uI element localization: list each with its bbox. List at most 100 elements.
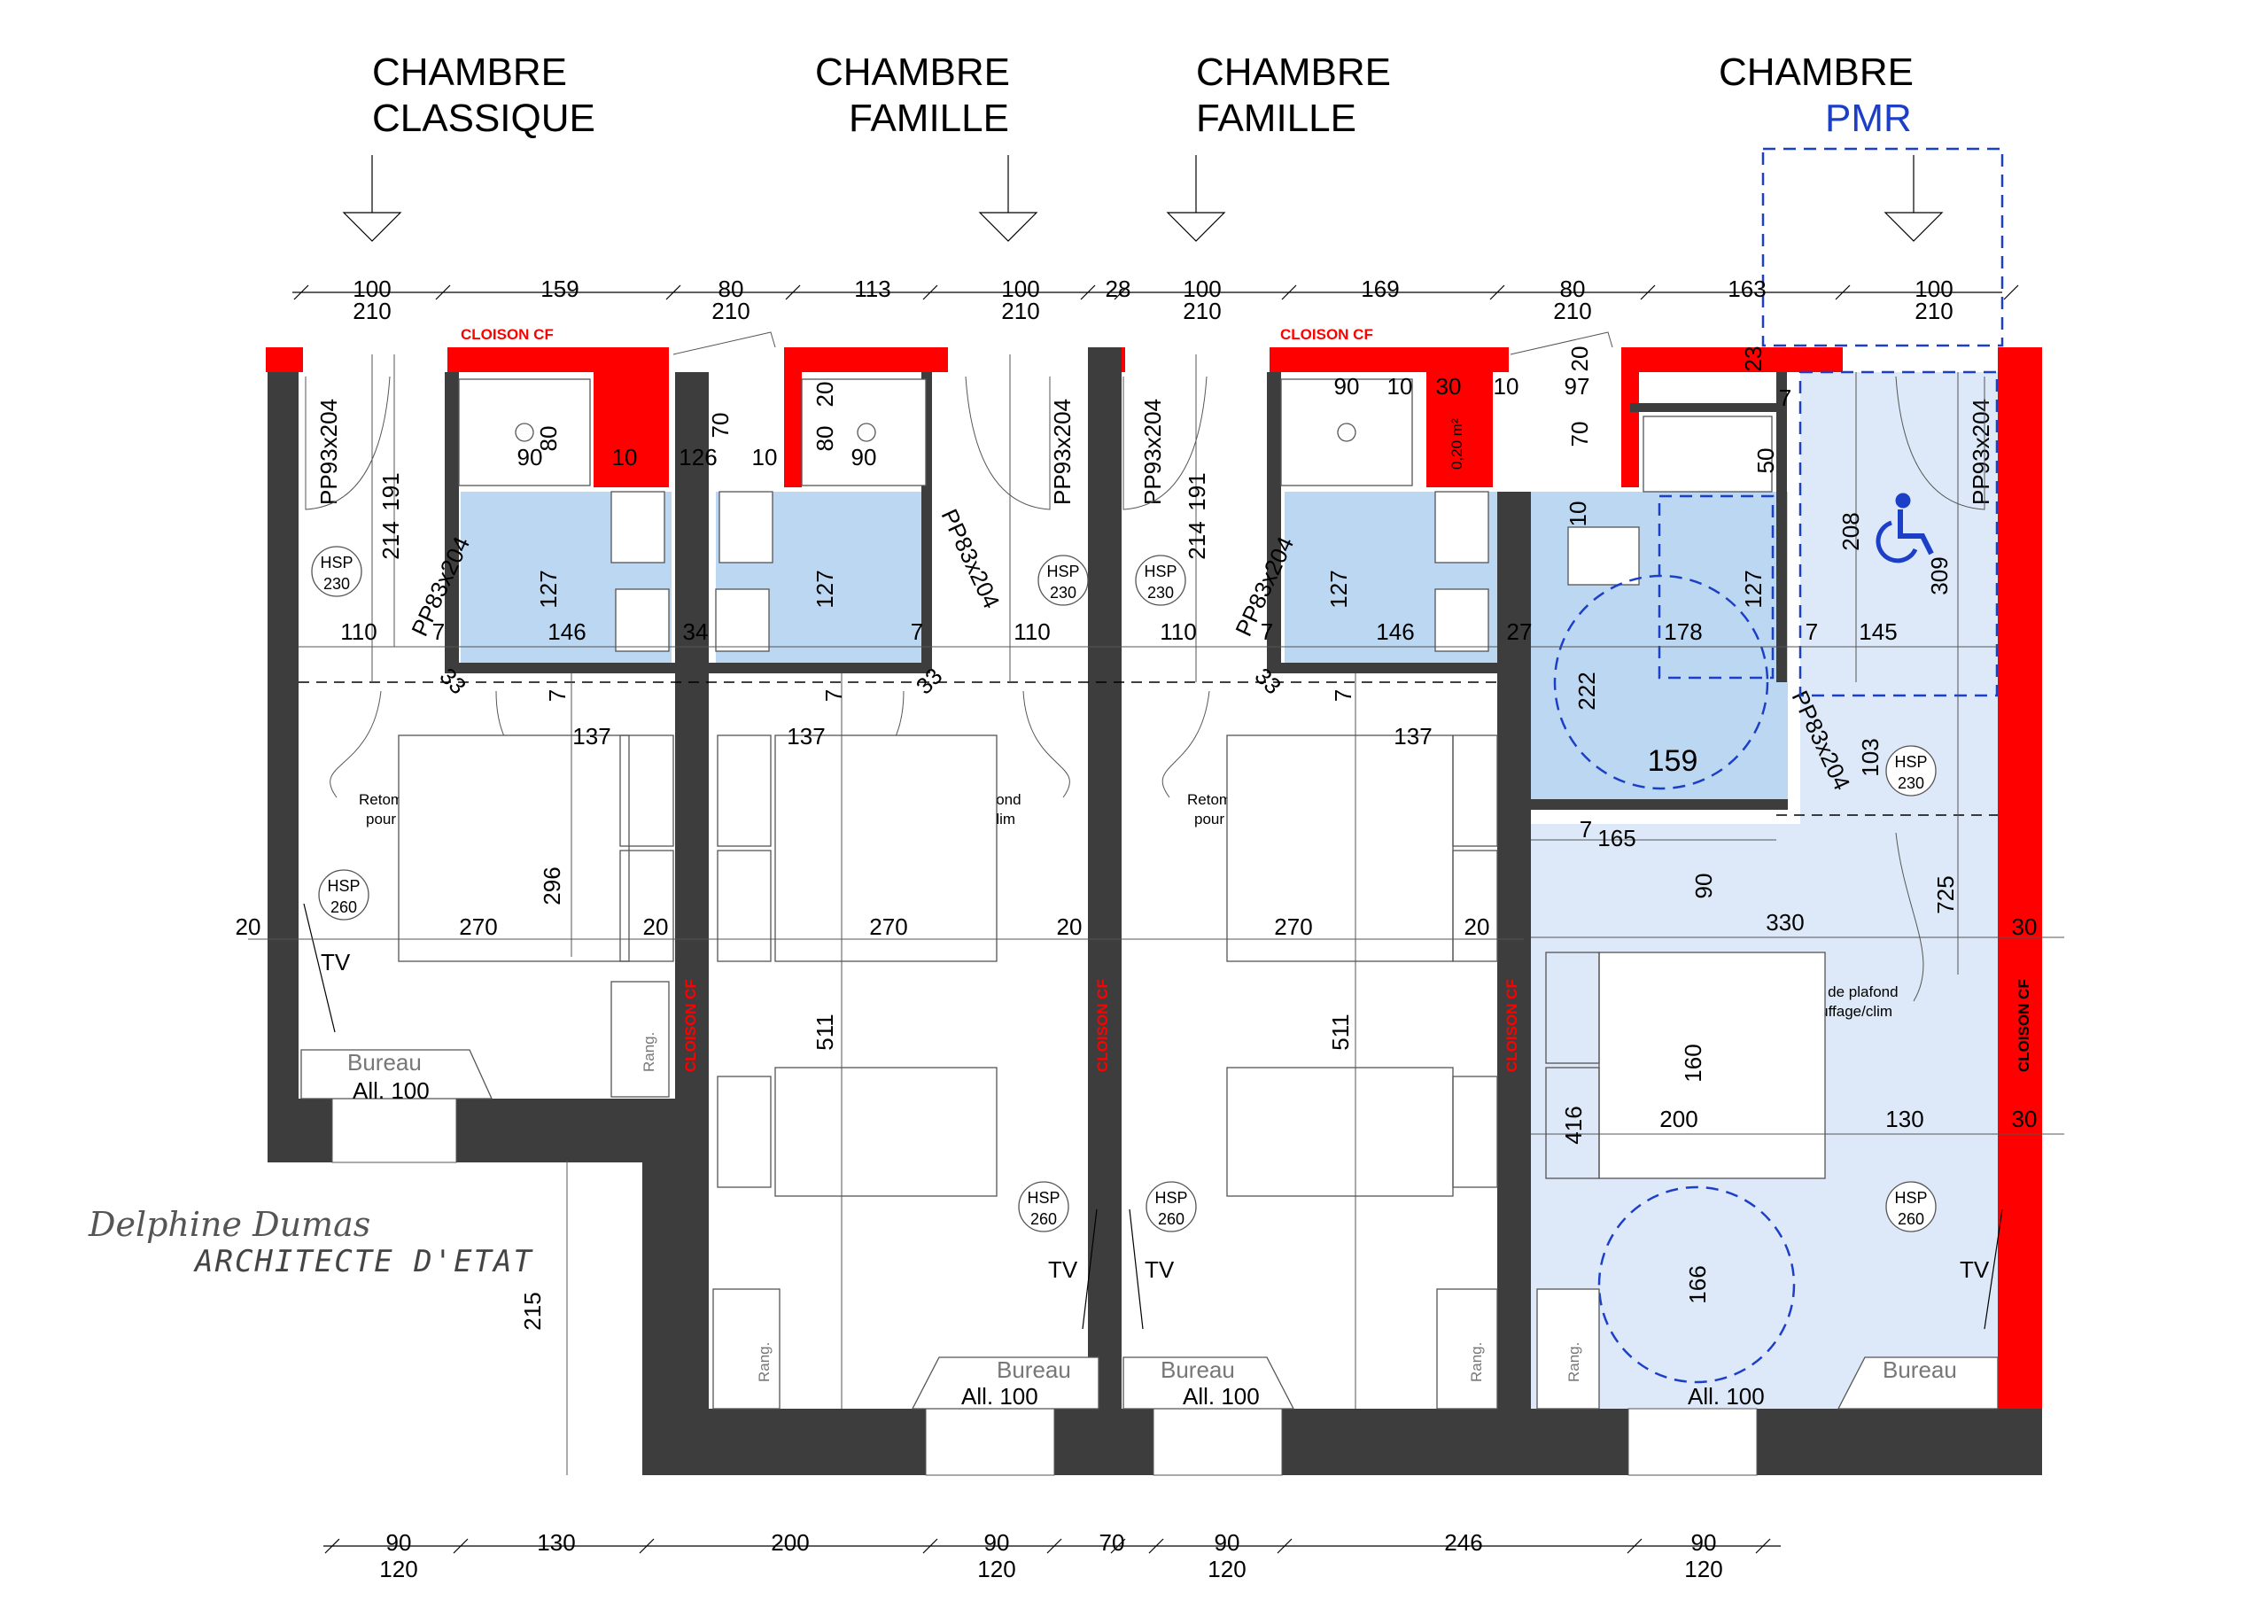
hsp-circle-5 [1018, 1181, 1069, 1232]
shaft-3 [1480, 372, 1493, 487]
interior-dim-12: 10 [1494, 373, 1519, 400]
interior-dim-16: 23 [1740, 346, 1767, 372]
cloison-cf-label-v3: CLOISON CF [1503, 979, 1520, 1072]
interior-dim-27: 127 [1740, 570, 1767, 608]
top-dim-2-b: 210 [711, 298, 750, 324]
rang-label-classique: Rang. [641, 1032, 657, 1072]
bath-wall-9 [1630, 403, 1781, 412]
interior-dim-1: 80 [535, 426, 562, 452]
interior-dim-42: 309 [1926, 556, 1953, 594]
bottom-dim-4-a: 70 [1099, 1529, 1125, 1556]
top-dim-tick-11 [2003, 284, 2019, 300]
window-pmr [1627, 1408, 1758, 1476]
interior-dim-30: 7 [432, 618, 445, 645]
shaft-2 [1426, 372, 1488, 487]
hsp-label-0: HSP [320, 554, 353, 571]
hsp-label-7: HSP [1894, 1189, 1927, 1207]
wall-left-classique [268, 372, 299, 1161]
bed-famille2-single [1226, 1067, 1454, 1197]
bottom-dim-1-a: 130 [537, 1529, 575, 1556]
wheelchair-icon [1876, 493, 1934, 563]
top-dim-1-a: 159 [540, 276, 579, 302]
bottom-dim-tick-3 [922, 1538, 938, 1554]
svg-text:All. 100: All. 100 [961, 1383, 1038, 1410]
hsp-label-3: HSP [1894, 753, 1927, 771]
door-pp93-2: PP93x204 [1049, 399, 1076, 505]
bottom-dim-tick-9 [1755, 1538, 1771, 1554]
top-dim-10-a: 100 [1915, 276, 1953, 302]
svg-text:Bureau: Bureau [1161, 1356, 1235, 1383]
top-dim-4-a: 100 [1001, 276, 1039, 302]
interior-dim-33: 110 [1014, 618, 1050, 645]
pmr-room-turn-circle [1597, 1185, 1796, 1384]
fire-wall-top-3 [784, 347, 948, 372]
interior-dim-51: 160 [1680, 1044, 1706, 1082]
bed-famille1-double [774, 734, 998, 962]
interior-dim-7: 80 [812, 426, 838, 452]
hsp-circle-4 [318, 869, 369, 921]
interior-dim-74: 20 [1464, 913, 1490, 940]
bottom-dim-5-b: 120 [1208, 1556, 1246, 1582]
door-swings [305, 331, 1985, 510]
top-dim-6-b: 210 [1183, 298, 1221, 324]
svg-text:TV: TV [1960, 1256, 1990, 1283]
bed-pmr [1598, 952, 1826, 1179]
bottom-dim-0-b: 120 [379, 1556, 417, 1582]
interior-dim-72: 20 [643, 913, 669, 940]
top-dim-6-a: 100 [1183, 276, 1221, 302]
title-famille1-1: CHAMBRE [815, 51, 1010, 94]
svg-text:TV: TV [1145, 1256, 1175, 1283]
interior-dim-23: 191 [1184, 472, 1210, 510]
door-pp83-2: PP83x204 [936, 505, 1006, 612]
svg-text:Bureau: Bureau [1883, 1356, 1957, 1383]
interior-dim-56: 30 [2012, 913, 2038, 940]
interior-dim-28: 110 [340, 618, 377, 645]
cloison-cf-label-v4: CLOISON CF [2016, 979, 2032, 1072]
top-dim-tick-3 [785, 284, 801, 300]
architect-signature: Delphine Dumas ARCHITECTE D'ETAT [88, 1205, 532, 1279]
wall-left-famille [642, 1099, 709, 1475]
cloison-cf-label-2: CLOISON CF [1280, 326, 1373, 343]
interior-dim-26: 127 [1325, 570, 1352, 608]
interior-dim-18: 50 [1752, 448, 1779, 474]
hsp-label-5: HSP [1027, 1189, 1060, 1207]
top-dim-tick-8 [1489, 284, 1505, 300]
rang-label-famille2: Rang. [1468, 1342, 1485, 1382]
hsp-value-7: 260 [1898, 1210, 1924, 1228]
interior-dim-13: 97 [1565, 373, 1590, 400]
bottom-dim-3-b: 120 [977, 1556, 1015, 1582]
door-pp93-1: PP93x204 [315, 399, 342, 505]
interior-dim-77: 215 [519, 1292, 546, 1330]
fire-wall-top-1 [266, 347, 303, 372]
bottom-dim-tick-0 [324, 1538, 340, 1554]
top-dim-tick-9 [1640, 284, 1656, 300]
hsp-label-4: HSP [327, 877, 360, 895]
top-dim-7-a: 169 [1361, 276, 1399, 302]
interior-dim-21: 191 [377, 472, 404, 510]
bureaus: Bureau All. 100 Bureau All. 100 Bureau A… [300, 1049, 1999, 1410]
interior-dim-41: 208 [1837, 512, 1864, 550]
top-dim-tick-1 [435, 284, 451, 300]
window-famille1 [925, 1408, 1055, 1476]
bath-wall-7 [1531, 799, 1788, 810]
door-pp93-3: PP93x204 [1139, 399, 1166, 505]
hsp-circle-0 [311, 546, 362, 597]
rang-label-pmr: Rang. [1565, 1342, 1582, 1382]
cloison-cf-label-v2: CLOISON CF [1094, 979, 1111, 1072]
interior-dim-64: 7 [544, 689, 571, 702]
shaft-1b [784, 372, 802, 487]
hsp-value-5: 260 [1030, 1210, 1057, 1228]
interior-dim-24: 127 [535, 570, 562, 608]
bottom-dim-3-a: 90 [984, 1529, 1010, 1556]
interior-dim-53: 200 [1659, 1106, 1697, 1132]
interior-dim-76: 511 [1327, 1014, 1354, 1050]
horizontal-dim-lines [248, 646, 2064, 1135]
top-dim-tick-6 [1114, 284, 1130, 300]
bottom-dim-tick-6 [1148, 1538, 1164, 1554]
hsp-value-0: 230 [323, 575, 350, 593]
interior-dim-43: 222 [1573, 672, 1600, 710]
entry-arrow-icon [342, 155, 1944, 242]
beds [398, 734, 1826, 1197]
